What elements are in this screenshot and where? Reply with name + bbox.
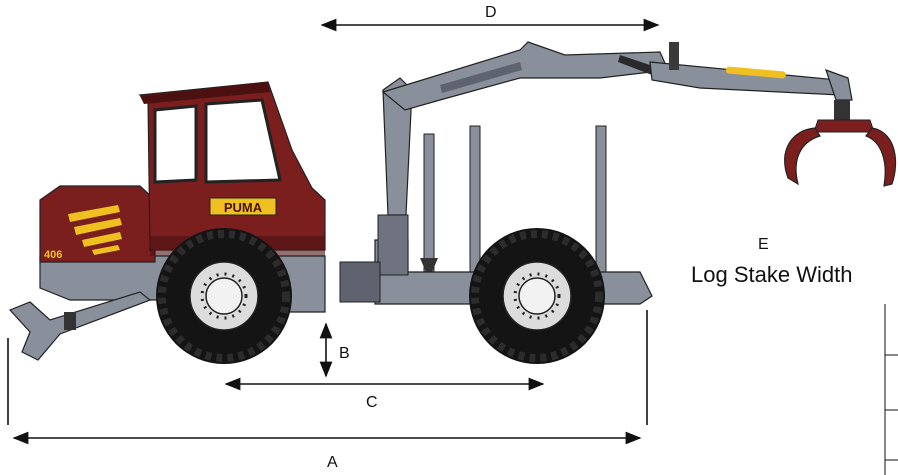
grapple	[784, 100, 897, 187]
stake-width-bracket	[884, 304, 898, 475]
label-log-stake-width: Log Stake Width	[691, 262, 853, 287]
label-e: E	[758, 236, 769, 253]
label-c: C	[366, 394, 378, 411]
model-number: 406	[44, 249, 62, 261]
crane-boom	[381, 41, 853, 216]
dimension-a	[7, 310, 648, 445]
rear-wheel	[469, 228, 605, 364]
label-d: D	[485, 4, 497, 21]
model-badge: PUMA	[224, 200, 263, 215]
tractor-body	[39, 81, 326, 263]
label-b: B	[339, 345, 350, 362]
label-a: A	[327, 454, 338, 471]
front-blade	[8, 291, 152, 361]
front-wheel	[156, 228, 292, 364]
